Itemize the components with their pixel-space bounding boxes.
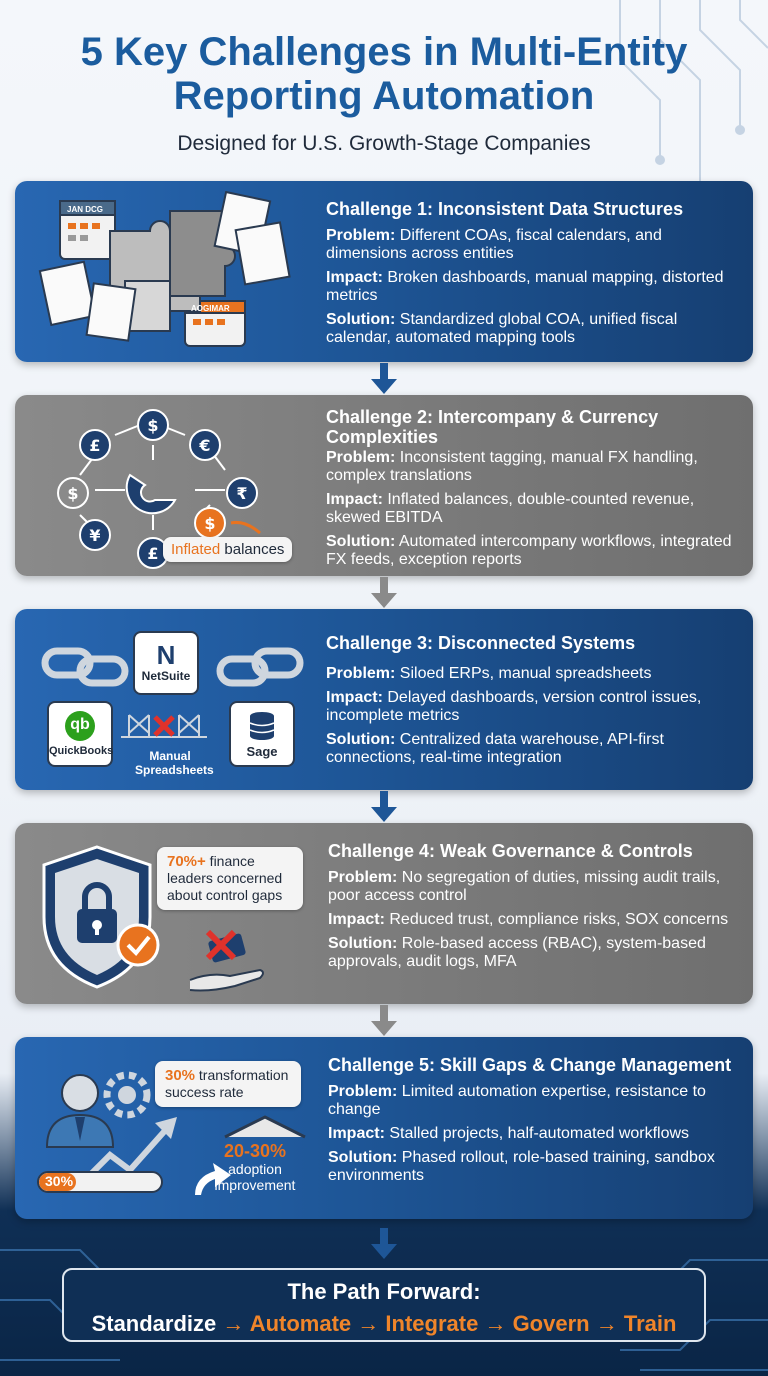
currency-symbol: £ [89, 436, 100, 455]
challenge-card-2: $ € £ $ ₹ ¥ £ $ Inflated balances Challe… [15, 395, 753, 576]
currency-symbol: £ [147, 544, 158, 563]
step-automate: Automate [249, 1311, 352, 1336]
netsuite-mark: N [156, 640, 176, 670]
currency-symbol: ¥ [89, 526, 100, 545]
step-separator: → [484, 1311, 507, 1336]
path-forward-banner: The Path Forward: Standardize → Automate… [62, 1268, 706, 1342]
page-title: 5 Key Challenges in Multi-Entity Reporti… [0, 30, 768, 118]
netsuite-logo: N NetSuite [133, 631, 199, 695]
shield-lock-illustration [42, 845, 264, 992]
quickbooks-mark: qb [65, 711, 95, 741]
step-govern: Govern [512, 1311, 590, 1336]
currency-symbol: ₹ [236, 484, 247, 503]
challenge-card-5: 30% 30% transformation success rate 20-3… [15, 1037, 753, 1219]
currency-symbol: $ [204, 514, 215, 533]
challenge-3-title: Challenge 3: Disconnected Systems [326, 633, 636, 653]
currency-symbol: € [198, 436, 210, 455]
challenge-2-text: Challenge 2: Intercompany & Currency Com… [326, 407, 739, 575]
header: 5 Key Challenges in Multi-Entity Reporti… [0, 30, 768, 156]
down-arrow-icon [371, 1005, 397, 1036]
challenge-5-text: Challenge 5: Skill Gaps & Change Managem… [328, 1055, 739, 1191]
challenge-1-problem: Problem: Different COAs, fiscal calendar… [326, 227, 662, 262]
down-arrow-icon [371, 791, 397, 822]
page-subtitle: Designed for U.S. Growth-Stage Companies [177, 132, 591, 155]
step-train: Train [623, 1311, 677, 1336]
challenge-5-solution: Solution: Phased rollout, role-based tra… [328, 1149, 715, 1184]
success-rate-stat-callout: 30% transformation success rate [155, 1061, 301, 1107]
challenge-1-solution: Solution: Standardized global COA, unifi… [326, 311, 678, 346]
challenge-2-impact: Impact: Inflated balances, double-counte… [326, 491, 695, 526]
step-separator: → [357, 1311, 380, 1336]
challenge-2-problem: Problem: Inconsistent tagging, manual FX… [326, 449, 698, 484]
progress-bar [37, 1171, 163, 1193]
title-line-2: Reporting Automation [173, 74, 595, 118]
challenge-card-1: JAN DCG AOGIMAR Challenge 1: Inconsisten… [15, 181, 753, 362]
challenge-1-text: Challenge 1: Inconsistent Data Structure… [326, 199, 739, 353]
title-line-1: 5 Key Challenges in Multi-Entity [80, 30, 688, 74]
challenge-3-solution: Solution: Centralized data warehouse, AP… [326, 731, 664, 766]
currency-flow-illustration: $ € £ $ ₹ ¥ £ $ [57, 409, 261, 569]
inflated-balances-callout: Inflated balances [163, 537, 293, 562]
path-forward-heading: The Path Forward: [287, 1279, 481, 1304]
challenge-3-problem: Problem: Siloed ERPs, manual spreadsheet… [326, 665, 652, 682]
down-arrow-icon [371, 1228, 397, 1259]
sage-logo: Sage [229, 701, 295, 767]
manual-spreadsheets-label: Manual Spreadsheets [135, 749, 214, 777]
challenge-4-problem: Problem: No segregation of duties, missi… [328, 869, 721, 904]
currency-symbol: $ [147, 416, 158, 435]
progress-fill [39, 1173, 76, 1191]
step-separator: → [222, 1311, 245, 1336]
adoption-stat: 20-30% adoption improvement [214, 1141, 296, 1193]
step-separator: → [595, 1311, 618, 1336]
step-integrate: Integrate [385, 1311, 479, 1336]
challenge-card-4: 70%+ finance leaders concerned about con… [15, 823, 753, 1004]
challenge-4-text: Challenge 4: Weak Governance & Controls … [328, 841, 739, 977]
challenge-2-solution: Solution: Automated intercompany workflo… [326, 533, 732, 568]
calendar-label-2: AOGIMAR [191, 304, 230, 313]
challenge-5-impact: Impact: Stalled projects, half-automated… [328, 1125, 690, 1142]
database-icon [249, 712, 275, 740]
quickbooks-logo: qb QuickBooks [47, 701, 113, 767]
control-gaps-stat-callout: 70%+ finance leaders concerned about con… [157, 847, 303, 910]
path-forward-steps: Standardize → Automate → Integrate → Gov… [64, 1311, 704, 1337]
challenge-card-3: N NetSuite qb QuickBooks Manual Spreadsh… [15, 609, 753, 790]
broken-bridge-icon [121, 714, 207, 738]
progress-label: 30% [45, 1173, 74, 1189]
challenge-4-title: Challenge 4: Weak Governance & Controls [328, 841, 693, 861]
calendar-label-1: JAN DCG [67, 205, 103, 214]
currency-symbol: $ [67, 484, 78, 503]
down-arrow-icon [371, 363, 397, 394]
challenge-2-title: Challenge 2: Intercompany & Currency Com… [326, 407, 659, 447]
chain-link-illustration [41, 647, 304, 687]
challenge-3-text: Challenge 3: Disconnected Systems Proble… [326, 633, 739, 773]
challenge-4-impact: Impact: Reduced trust, compliance risks,… [328, 911, 729, 928]
down-arrow-icon [371, 577, 397, 608]
challenge-1-title: Challenge 1: Inconsistent Data Structure… [326, 199, 684, 219]
person-growth-illustration [45, 1071, 306, 1195]
challenge-5-title: Challenge 5: Skill Gaps & Change Managem… [328, 1055, 732, 1075]
step-standardize: Standardize [91, 1311, 217, 1336]
challenge-1-impact: Impact: Broken dashboards, manual mappin… [326, 269, 724, 304]
challenge-3-impact: Impact: Delayed dashboards, version cont… [326, 689, 702, 724]
challenge-4-solution: Solution: Role-based access (RBAC), syst… [328, 935, 706, 970]
puzzle-documents-illustration: JAN DCG AOGIMAR [38, 191, 291, 347]
challenge-5-problem: Problem: Limited automation expertise, r… [328, 1083, 706, 1118]
